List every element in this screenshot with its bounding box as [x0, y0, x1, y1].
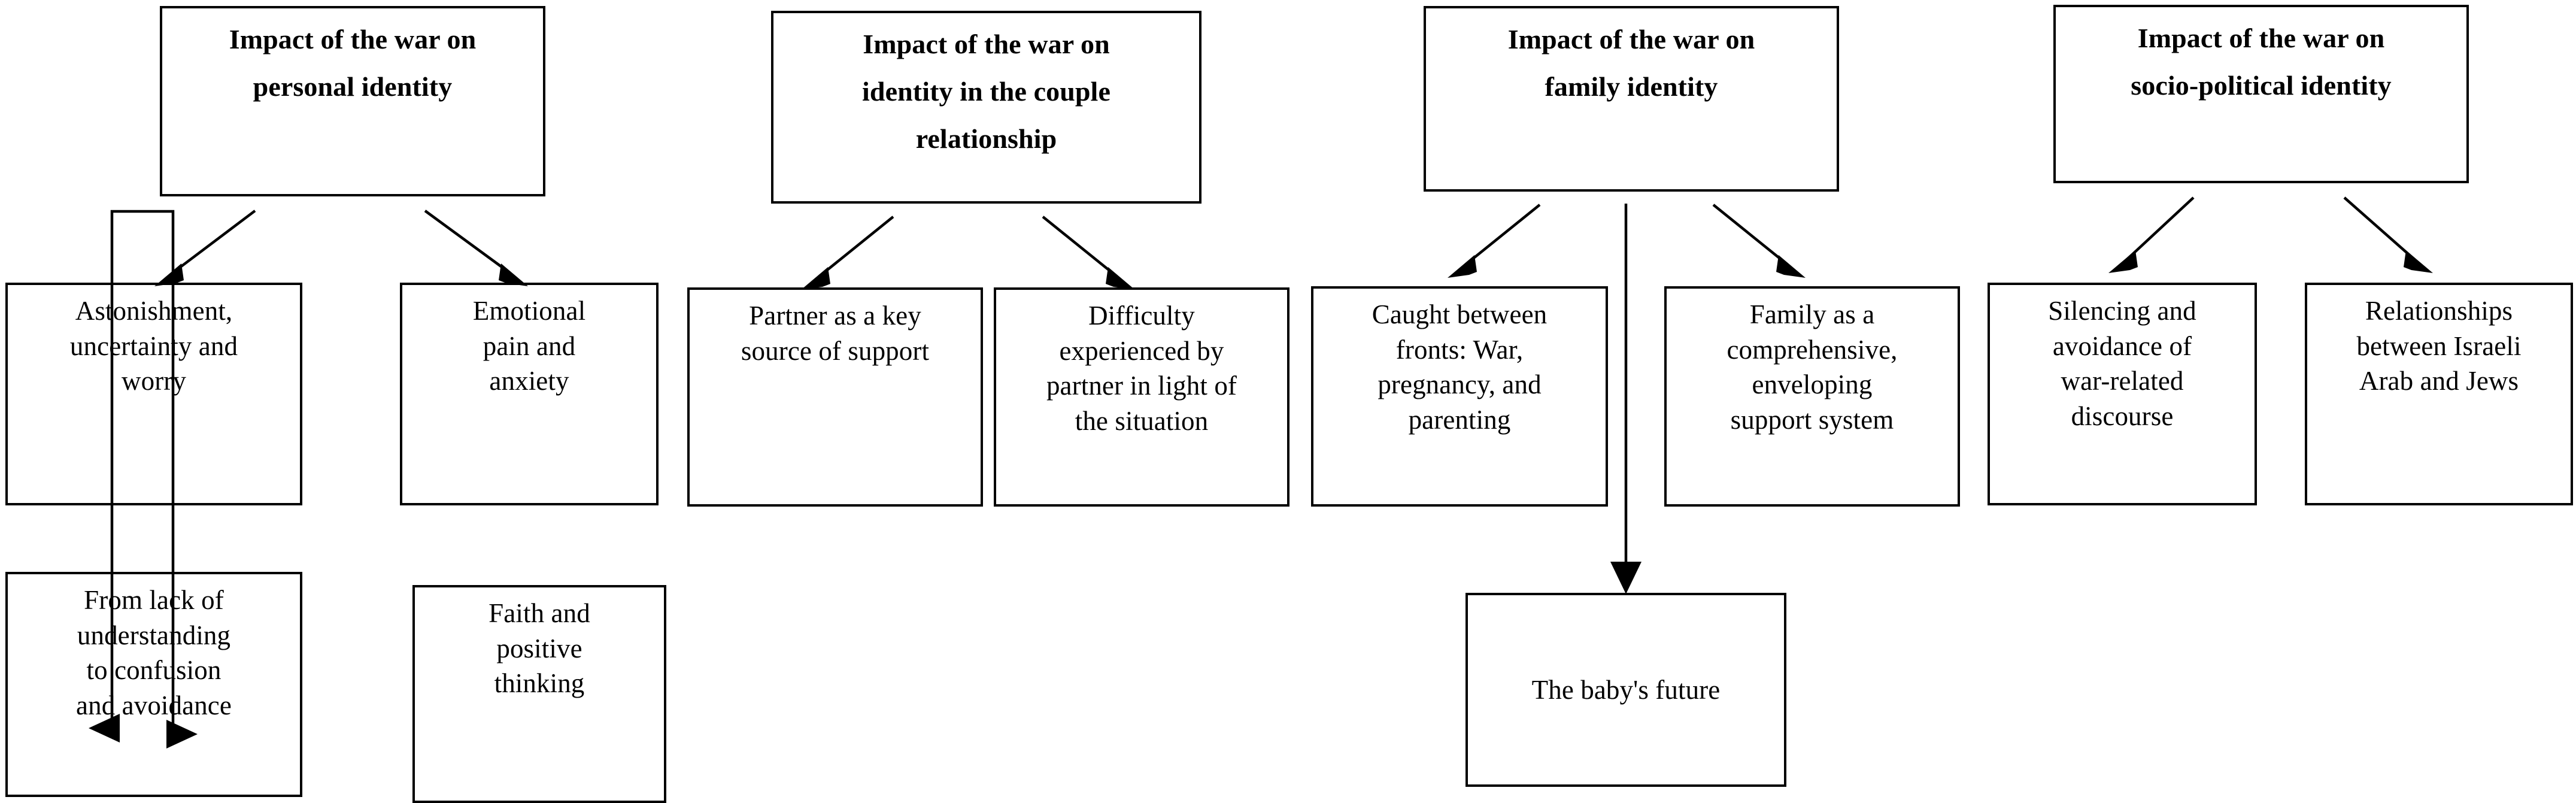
node-root-personal-identity: [160, 6, 545, 196]
node-relationships-israeli-arab-jews: [2305, 283, 2573, 505]
arrowhead-to-partner-support: [801, 267, 830, 290]
arrowhead-to-silencing: [2108, 250, 2138, 273]
connector-root-family-to-caught-between-fronts: [1464, 204, 1541, 266]
node-silencing-avoidance-discourse: [1988, 283, 2257, 505]
arrowhead-to-family-support: [1776, 255, 1806, 278]
arrowhead-to-emotional-pain: [499, 263, 528, 286]
arrowhead-to-relationships: [2404, 250, 2433, 273]
node-partner-key-source-support: [687, 287, 983, 507]
node-from-lack-of-understanding: [5, 572, 302, 797]
arrowhead-to-astonishment: [154, 263, 184, 286]
node-babys-future: [1466, 593, 1786, 787]
arrowhead-to-from-lack-of-understanding: [89, 714, 120, 743]
node-root-family-identity: [1424, 6, 1839, 192]
connector-root-socio-to-relationships: [2343, 196, 2416, 261]
node-emotional-pain-anxiety: [400, 283, 659, 505]
node-caught-between-fronts: [1311, 286, 1608, 507]
node-root-couple-relationship: [771, 11, 1201, 204]
node-family-support-system: [1664, 286, 1960, 507]
connector-root-couple-to-difficulty: [1042, 216, 1118, 278]
connector-root-couple-to-partner-support: [818, 216, 894, 278]
node-faith-positive-thinking: [412, 585, 666, 803]
arrowhead-to-babys-future: [1610, 562, 1642, 594]
connector-root-personal-u-bracket: [110, 210, 175, 734]
arrowhead-to-faith-positive-thinking: [166, 720, 198, 749]
node-difficulty-experienced-by-partner: [994, 287, 1289, 507]
connector-root-personal-to-astonishment: [171, 210, 256, 274]
connector-root-socio-to-silencing: [2125, 196, 2195, 261]
connector-root-family-to-family-support: [1712, 204, 1789, 266]
connector-root-personal-to-emotional-pain: [424, 210, 511, 274]
arrowhead-to-difficulty: [1106, 267, 1135, 290]
arrowhead-to-caught-between-fronts: [1448, 255, 1477, 278]
node-root-socio-political-identity: [2053, 5, 2469, 183]
node-astonishment-uncertainty-worry: [5, 283, 302, 505]
